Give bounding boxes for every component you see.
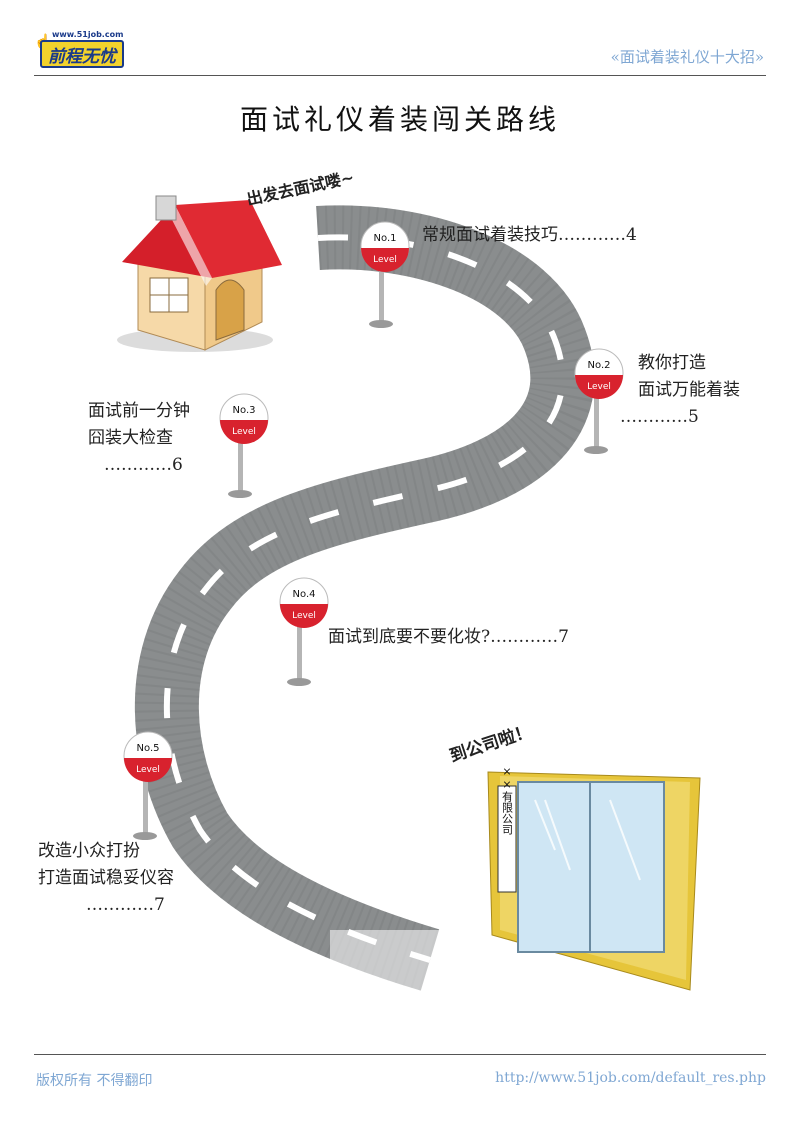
stop-2-label[interactable]: 教你打造 面试万能着装 …………5 bbox=[620, 350, 740, 431]
house-icon bbox=[117, 195, 282, 352]
sign-1-number: No.1 bbox=[374, 233, 397, 244]
stop-5-line-1: 改造小众打扮 bbox=[38, 841, 140, 861]
stop-3-line-1: 面试前一分钟 bbox=[88, 401, 190, 421]
sign-3-number: No.3 bbox=[233, 405, 256, 416]
logo-badge bbox=[40, 40, 124, 68]
sign-2: No.2 Level bbox=[574, 348, 624, 454]
end-caption: 到公司啦！ bbox=[447, 721, 534, 767]
header-divider bbox=[34, 75, 766, 76]
footer-copyright: 版权所有 不得翻印 bbox=[36, 1073, 153, 1089]
sign-1-level: Level bbox=[373, 255, 397, 265]
series-title: «面试着装礼仪十大招» bbox=[610, 48, 764, 66]
company-building-icon: ××有限公司 bbox=[487, 765, 701, 991]
logo-url: www.51job.com bbox=[52, 30, 124, 39]
road bbox=[134, 205, 595, 991]
stop-1-label[interactable]: 常规面试着装技巧…………4 bbox=[422, 222, 637, 249]
sign-3: No.3 Level bbox=[219, 393, 269, 498]
stop-5-page: …………7 bbox=[86, 895, 165, 915]
sign-4-number: No.4 bbox=[293, 589, 316, 600]
stop-3-line-2: 囧装大检查 bbox=[88, 428, 173, 448]
stop-2-page: …………5 bbox=[620, 407, 699, 427]
sign-5-number: No.5 bbox=[137, 743, 160, 754]
logo-brand: 前程无忧 bbox=[48, 47, 116, 67]
stop-3-page: …………6 bbox=[104, 455, 183, 475]
sign-4-level: Level bbox=[292, 611, 316, 621]
company-sign: ××有限公司 bbox=[501, 765, 514, 835]
start-caption: 出发去面试喽~ bbox=[245, 168, 356, 209]
footer-url[interactable]: http://www.51job.com/default_res.php bbox=[495, 1070, 766, 1086]
stop-2-line-2: 面试万能着装 bbox=[638, 380, 740, 400]
sign-1: No.1 Level bbox=[360, 221, 410, 328]
sign-3-level: Level bbox=[232, 427, 256, 437]
stop-5-label[interactable]: 改造小众打扮 打造面试稳妥仪容 …………7 bbox=[38, 838, 174, 919]
sign-5: No.5 Level bbox=[123, 731, 173, 840]
stop-3-label[interactable]: 面试前一分钟 囧装大检查 …………6 bbox=[88, 398, 190, 479]
sign-2-level: Level bbox=[587, 382, 611, 392]
stop-5-line-2: 打造面试稳妥仪容 bbox=[38, 868, 174, 888]
brand-logo[interactable]: ☝ www.51job.com 前程无忧 bbox=[34, 30, 126, 70]
sign-2-number: No.2 bbox=[588, 360, 611, 371]
footer-divider bbox=[34, 1054, 766, 1055]
stop-4-label[interactable]: 面试到底要不要化妆?…………7 bbox=[328, 624, 569, 651]
stop-2-line-1: 教你打造 bbox=[638, 353, 706, 373]
stop-1-line-1: 常规面试着装技巧…………4 bbox=[422, 225, 637, 245]
sign-4: No.4 Level bbox=[279, 577, 329, 686]
page-title: 面试礼仪着装闯关路线 bbox=[239, 103, 560, 136]
sign-5-level: Level bbox=[136, 765, 160, 775]
stop-4-line-1: 面试到底要不要化妆?…………7 bbox=[328, 627, 569, 647]
